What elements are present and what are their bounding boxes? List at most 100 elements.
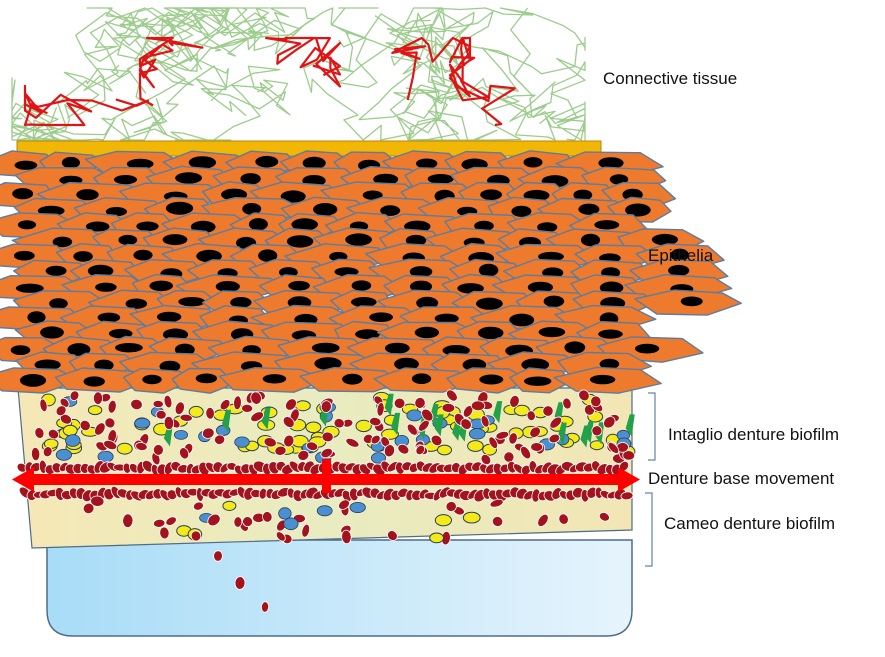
blue-microbe bbox=[349, 501, 366, 513]
connective-tissue-fibers bbox=[11, 7, 586, 141]
yellow-microbe bbox=[355, 419, 372, 433]
blue-microbe bbox=[283, 517, 299, 531]
yellow-microbe bbox=[513, 404, 530, 417]
cell-nucleus bbox=[598, 329, 623, 339]
cell-nucleus bbox=[125, 298, 148, 309]
cell-nucleus bbox=[230, 297, 252, 308]
blue-microbe bbox=[134, 417, 151, 429]
cell-nucleus bbox=[174, 343, 195, 356]
cell-nucleus bbox=[411, 373, 432, 385]
green-microbe bbox=[222, 409, 231, 432]
cell-nucleus bbox=[279, 267, 298, 278]
red-microbe bbox=[305, 441, 319, 451]
cell-nucleus bbox=[670, 248, 689, 262]
cell-nucleus bbox=[538, 327, 566, 338]
red-microbe bbox=[159, 526, 170, 540]
yellow-microbe bbox=[434, 514, 452, 527]
red-microbe bbox=[530, 442, 544, 452]
cell-nucleus bbox=[474, 220, 494, 232]
cell-nucleus bbox=[19, 374, 47, 387]
red-microbe bbox=[622, 450, 636, 461]
yellow-microbe bbox=[188, 405, 204, 418]
cell-nucleus bbox=[12, 188, 34, 200]
blood-vessels bbox=[23, 36, 516, 127]
cell-nucleus bbox=[434, 313, 459, 324]
yellow-microbe bbox=[116, 442, 133, 455]
cell-nucleus bbox=[564, 341, 586, 354]
red-microbe bbox=[250, 391, 262, 405]
red-microbe bbox=[174, 401, 185, 415]
cell-nucleus bbox=[442, 345, 470, 356]
cell-nucleus bbox=[162, 234, 188, 246]
cell-nucleus bbox=[313, 203, 338, 216]
red-microbe bbox=[341, 529, 352, 545]
red-microbe bbox=[320, 400, 332, 413]
yellow-microbe bbox=[429, 532, 445, 544]
cell-nucleus bbox=[156, 311, 182, 323]
green-microbe bbox=[493, 401, 503, 424]
cell-nucleus bbox=[479, 374, 504, 385]
cell-nucleus bbox=[427, 174, 454, 184]
denture-base-movement-label: Denture base movement bbox=[648, 469, 835, 488]
cell-nucleus bbox=[195, 373, 218, 384]
red-microbe bbox=[441, 402, 456, 413]
red-microbe bbox=[415, 444, 426, 456]
cell-nucleus bbox=[351, 280, 372, 291]
red-microbe bbox=[135, 442, 148, 451]
cell-nucleus bbox=[73, 251, 93, 262]
red-microbe bbox=[92, 391, 103, 405]
red-microbe bbox=[607, 441, 620, 454]
cell-nucleus bbox=[13, 250, 35, 261]
green-microbe bbox=[434, 414, 444, 437]
yellow-microbe bbox=[467, 440, 484, 452]
red-microbe bbox=[152, 399, 164, 409]
red-microbe bbox=[369, 416, 382, 427]
red-microbe bbox=[82, 502, 95, 515]
red-microbe bbox=[297, 449, 310, 461]
red-microbe bbox=[107, 399, 117, 414]
cell-nucleus bbox=[527, 281, 554, 293]
cell-nucleus bbox=[345, 233, 372, 246]
red-microbe bbox=[470, 400, 486, 412]
cell-nucleus bbox=[178, 297, 206, 307]
red-microbe bbox=[179, 413, 193, 422]
red-microbe bbox=[537, 513, 549, 527]
red-microbe bbox=[214, 434, 226, 445]
cell-nucleus bbox=[680, 296, 703, 307]
red-microbe bbox=[480, 415, 490, 428]
red-microbe bbox=[421, 408, 434, 422]
cell-nucleus bbox=[61, 156, 80, 169]
red-microbe bbox=[520, 445, 532, 460]
red-microbe bbox=[345, 437, 360, 448]
cell-nucleus bbox=[523, 157, 543, 168]
cell-nucleus bbox=[625, 203, 651, 217]
red-microbe bbox=[488, 436, 499, 449]
cell-nucleus bbox=[384, 342, 410, 354]
red-microbe bbox=[387, 530, 398, 541]
cell-nucleus bbox=[524, 376, 552, 386]
red-microbe bbox=[201, 427, 215, 439]
cell-nucleus bbox=[105, 207, 127, 217]
cell-nucleus bbox=[114, 343, 143, 353]
red-microbe bbox=[282, 416, 295, 429]
cell-nucleus bbox=[83, 376, 105, 387]
blue-microbe bbox=[278, 507, 292, 520]
red-microbe bbox=[320, 447, 333, 459]
red-microbe bbox=[104, 417, 116, 429]
red-microbe bbox=[94, 422, 106, 436]
cell-nucleus bbox=[480, 189, 502, 200]
red-microbe bbox=[219, 399, 231, 411]
red-microbe bbox=[508, 432, 518, 445]
cell-nucleus bbox=[255, 155, 279, 168]
cell-nucleus bbox=[45, 265, 67, 276]
red-microbe bbox=[262, 511, 273, 523]
red-microbe bbox=[526, 410, 536, 422]
red-microbe bbox=[338, 499, 350, 510]
cell-nucleus bbox=[578, 203, 600, 215]
red-microbe bbox=[548, 433, 561, 444]
cell-nucleus bbox=[85, 221, 110, 232]
cell-nucleus bbox=[311, 342, 340, 354]
red-microbe bbox=[155, 409, 167, 420]
red-microbe bbox=[79, 419, 91, 432]
cell-nucleus bbox=[133, 249, 153, 261]
